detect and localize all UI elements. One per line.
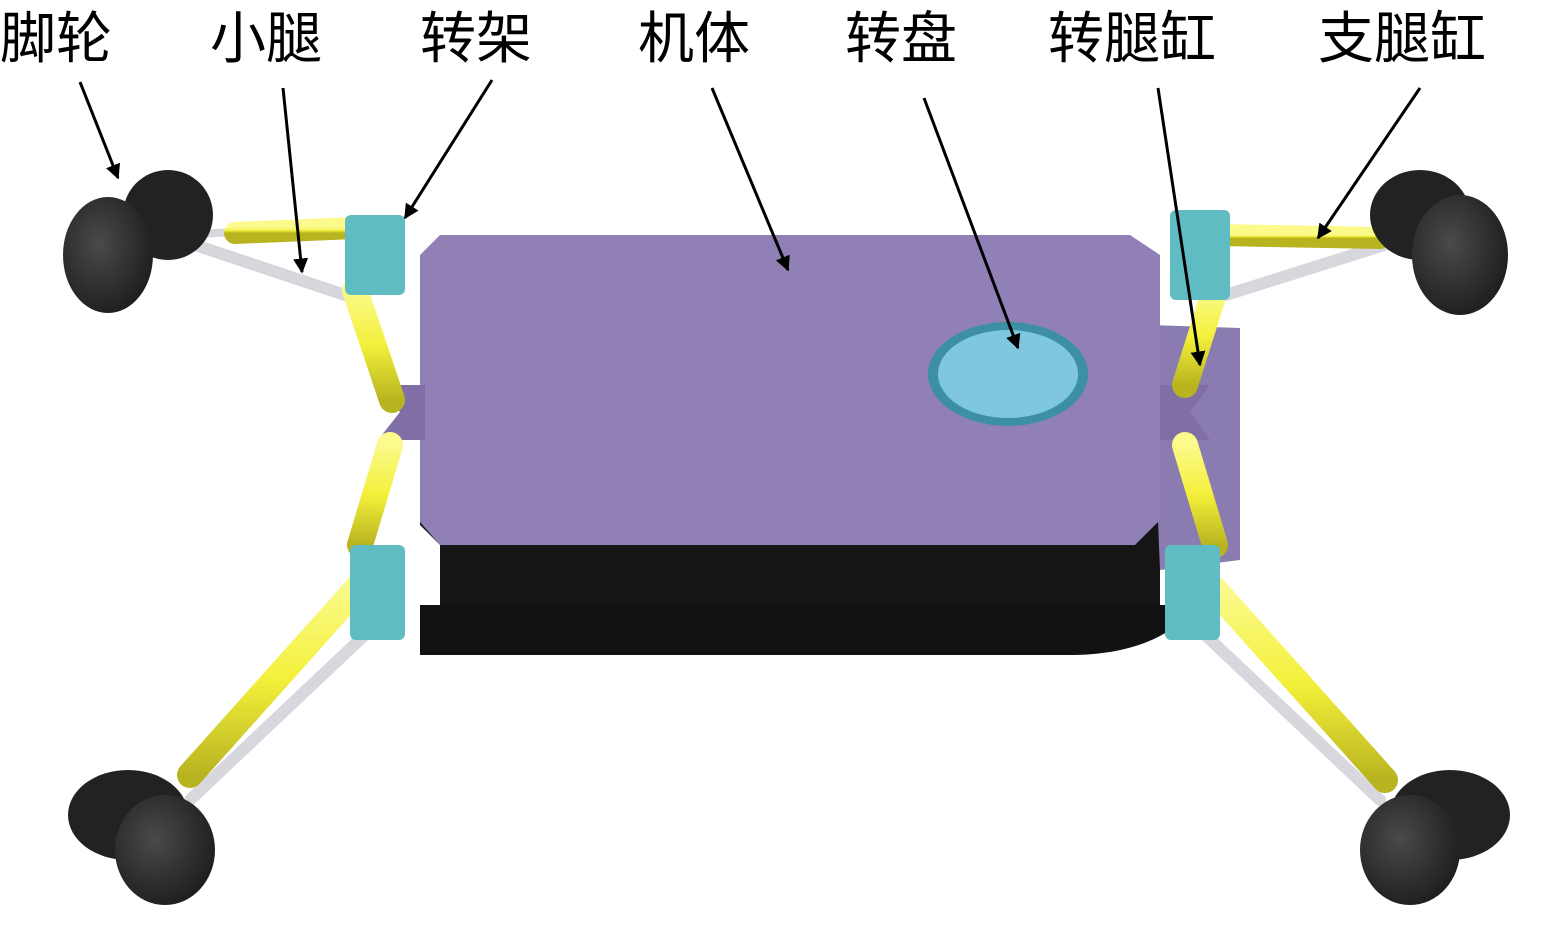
leg-bottom-left <box>177 432 405 806</box>
wheel-front <box>115 795 215 905</box>
wheel-bottom-left <box>68 770 215 905</box>
machine-body <box>378 235 1240 655</box>
leg-support-cylinder <box>1202 577 1398 793</box>
leg-support-cylinder <box>224 217 366 244</box>
wheel-top-left <box>63 170 213 313</box>
lower-leg-rod <box>1194 624 1386 806</box>
label-turntable: 转盘 <box>845 7 957 72</box>
lower-leg-rod <box>184 624 376 806</box>
leg-bottom-right <box>1165 432 1398 806</box>
leg-turn-cylinder <box>342 277 405 413</box>
leg-support-cylinder <box>1209 224 1391 249</box>
callout-arrows <box>78 79 1422 367</box>
wheel-front <box>63 197 153 313</box>
label-swivel-frame: 转架 <box>420 7 532 72</box>
body-top <box>420 235 1160 545</box>
callout-labels: 脚轮 小腿 转架 机体 转盘 转腿缸 支腿缸 <box>0 7 1486 72</box>
leg-top-right <box>1170 210 1406 398</box>
body-right-flange <box>1160 385 1210 440</box>
arrow-lower-leg <box>281 87 309 274</box>
label-wheel: 脚轮 <box>0 7 112 72</box>
arrow-leg-turn-cylinder <box>1156 87 1206 367</box>
leg-turn-cylinder <box>347 432 403 558</box>
body-base <box>420 605 1170 655</box>
leg-turn-cylinder <box>1172 432 1228 558</box>
arrow-swivel-frame <box>403 79 494 220</box>
leg-turn-cylinder <box>1172 277 1228 398</box>
arrow-body <box>710 87 790 272</box>
swivel-frame <box>350 545 405 640</box>
label-leg-turn-cylinder: 转腿缸 <box>1048 7 1216 72</box>
lower-leg-rod <box>1204 234 1406 306</box>
label-lower-leg: 小腿 <box>210 7 322 72</box>
arrow-wheel <box>78 81 121 180</box>
wheel-bottom-right <box>1360 770 1510 905</box>
turntable <box>928 322 1088 426</box>
swivel-frame <box>1165 545 1220 640</box>
leg-support-cylinder <box>177 572 373 788</box>
arrow-turntable <box>922 97 1021 350</box>
turntable-face <box>938 330 1078 418</box>
swivel-frame <box>345 215 405 295</box>
wheel-top-right <box>1370 170 1508 315</box>
label-body: 机体 <box>638 7 750 72</box>
arrow-leg-support-cylinder <box>1316 87 1422 240</box>
wheel-front <box>1412 195 1508 315</box>
lower-leg-rod <box>174 234 366 306</box>
swivel-frame <box>1170 210 1230 300</box>
wheel-front <box>1360 795 1460 905</box>
leg-top-left <box>174 215 405 413</box>
label-leg-support-cylinder: 支腿缸 <box>1318 7 1486 72</box>
